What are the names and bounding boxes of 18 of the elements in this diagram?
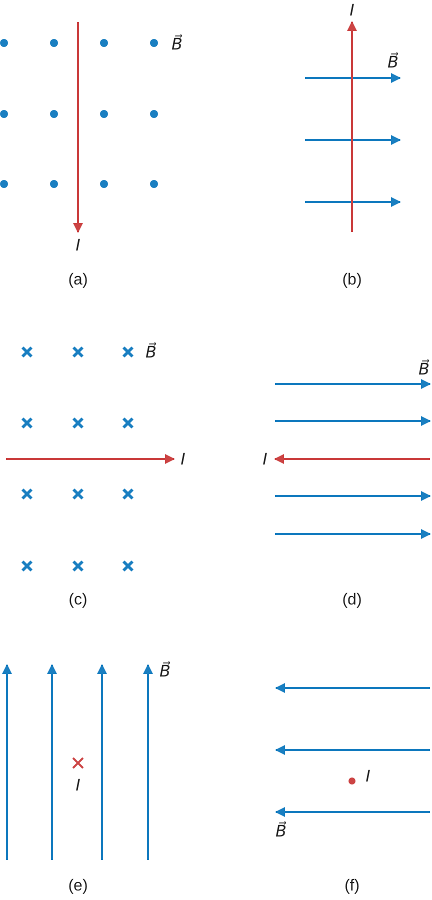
panel-label: (d) <box>342 590 362 610</box>
symbol-label: B⃗ <box>388 52 398 72</box>
panel-label: (b) <box>342 270 362 290</box>
symbol-label: B⃗ <box>172 34 182 54</box>
panel-label: (a) <box>68 270 88 290</box>
symbol-label: I <box>76 235 80 255</box>
symbol-label: B⃗ <box>276 821 286 841</box>
symbol-label: B⃗ <box>146 342 156 362</box>
symbol-label: I <box>262 449 268 469</box>
symbol-label: I <box>350 0 354 20</box>
symbol-label: B⃗ <box>418 359 430 379</box>
symbol-label: I <box>366 766 370 786</box>
symbol-label: I <box>180 449 186 469</box>
panel-label: (c) <box>68 590 88 610</box>
symbol-label: B⃗ <box>160 661 170 681</box>
panel-label: (f) <box>344 876 360 896</box>
symbol-label: I <box>76 775 80 795</box>
panel-label: (e) <box>68 876 88 896</box>
